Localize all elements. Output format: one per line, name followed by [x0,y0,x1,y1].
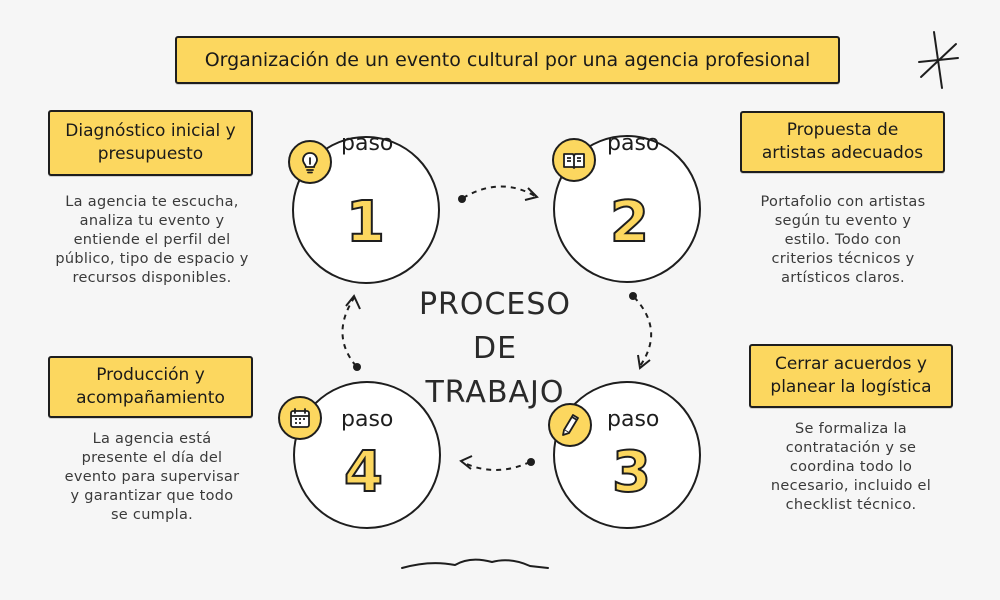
step-3-desc-line: Se formaliza la [794,421,907,437]
arrow-1-to-2-dot [458,195,466,203]
step-4-desc-line: se cumpla. [110,507,194,523]
step-2-heading-line2: artistas adecuados [761,143,924,163]
step-2-desc-line: según tu evento y [774,213,912,229]
arrow-3-to-4-head [459,455,473,470]
step-1-desc-line: analiza tu evento y [79,213,225,229]
arrow-1-to-2-head [524,187,539,201]
step-4-heading-line2: acompañamiento [76,388,225,408]
step-2-paso: paso [607,131,660,156]
arrow-4-to-1-head [345,294,361,310]
step-2-description: Portafolio con artistas según tu evento … [730,193,956,288]
step-1-desc-line: La agencia te escucha, [65,194,239,210]
arrow-3-to-4 [461,461,531,471]
book-icon [552,138,596,182]
arrow-2-to-3 [633,296,653,367]
step-3-heading-line1: Cerrar acuerdos y [774,354,927,374]
step-4-number: 4 [343,439,384,506]
pencil-icon [548,403,592,447]
step-3-number: 3 [611,439,652,506]
center-title-line2: TRABAJO [425,375,565,410]
step-4-desc-line: y garantizar que todo [70,488,234,504]
arrow-4-to-1 [341,297,357,367]
step-4-desc-line: evento para supervisar [64,469,240,485]
center-title-line1: PROCESO DE [418,287,572,366]
lightbulb-icon [288,140,332,184]
step-4-heading: Producción y acompañamiento [48,356,253,418]
sparkle-icon [918,31,959,89]
step-3-desc-line: contratación y se [785,440,917,456]
page-title: Organización de un evento cultural por u… [175,36,840,84]
step-3-desc-line: necesario, incluido el [770,478,932,494]
step-3-heading: Cerrar acuerdos y planear la logística [749,344,953,408]
arrow-2-to-3-dot [629,292,637,300]
step-4-paso: paso [341,407,394,432]
step-2-desc-line: estilo. Todo con [784,232,902,248]
step-1-desc-line: recursos disponibles. [72,270,232,286]
arrow-4-to-1-dot [353,363,361,371]
step-3-paso: paso [607,407,660,432]
step-3-description: Se formaliza la contratación y se coordi… [736,420,966,515]
step-1-heading-line2: presupuesto [97,144,204,164]
step-4-heading-line1: Producción y [96,365,205,385]
step-1-heading-line1: Diagnóstico inicial y [65,121,236,141]
calendar-icon [278,396,322,440]
arrow-3-to-4-dot [527,458,535,466]
step-2-heading: Propuesta de artistas adecuados [740,111,945,173]
step-1-desc-line: público, tipo de espacio y [55,251,249,267]
arrow-1-to-2 [462,185,536,199]
step-4-description: La agencia está presente el día del even… [38,430,266,525]
step-3-desc-line: checklist técnico. [785,497,917,513]
arrow-2-to-3-head [637,354,651,370]
step-2-number: 2 [609,189,650,256]
step-4-desc-line: La agencia está [92,431,212,447]
step-1-heading: Diagnóstico inicial y presupuesto [48,110,253,176]
step-1-number: 1 [345,189,386,256]
squiggle-decoration [401,558,549,569]
step-1-desc-line: entiende el perfil del [73,232,231,248]
center-title: PROCESO DE TRABAJO [400,283,590,415]
step-4-desc-line: presente el día del [81,450,223,466]
step-3-heading-line2: planear la logística [770,377,932,397]
step-2-desc-line: criterios técnicos y [771,251,915,267]
step-2-desc-line: artísticos claros. [781,270,905,286]
step-1-description: La agencia te escucha, analiza tu evento… [38,193,266,288]
step-3-desc-line: coordina todo lo [789,459,913,475]
step-1-paso: paso [341,131,394,156]
step-2-heading-line1: Propuesta de [786,120,899,140]
step-2-desc-line: Portafolio con artistas [760,194,926,210]
